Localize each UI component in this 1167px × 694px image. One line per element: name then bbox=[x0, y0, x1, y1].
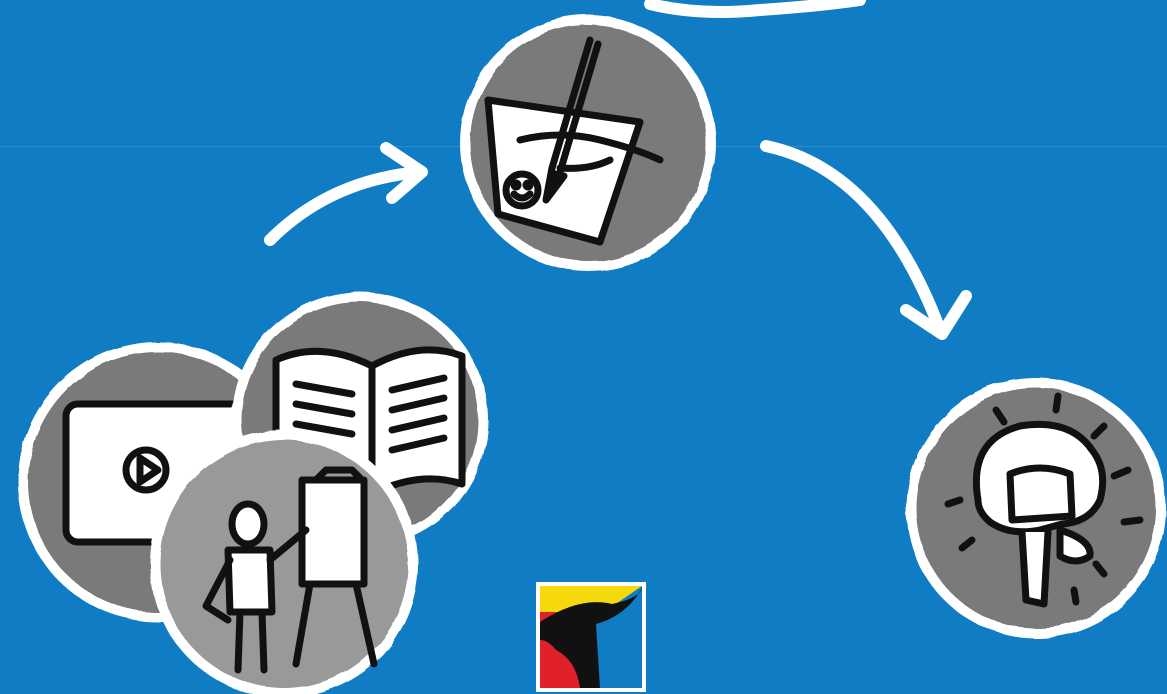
brand-logo bbox=[536, 582, 646, 692]
presenter-circle bbox=[150, 430, 418, 694]
top-brush-stroke bbox=[650, 0, 860, 12]
arrow-left-to-top bbox=[270, 148, 422, 240]
arrow-top-to-right bbox=[766, 146, 966, 334]
